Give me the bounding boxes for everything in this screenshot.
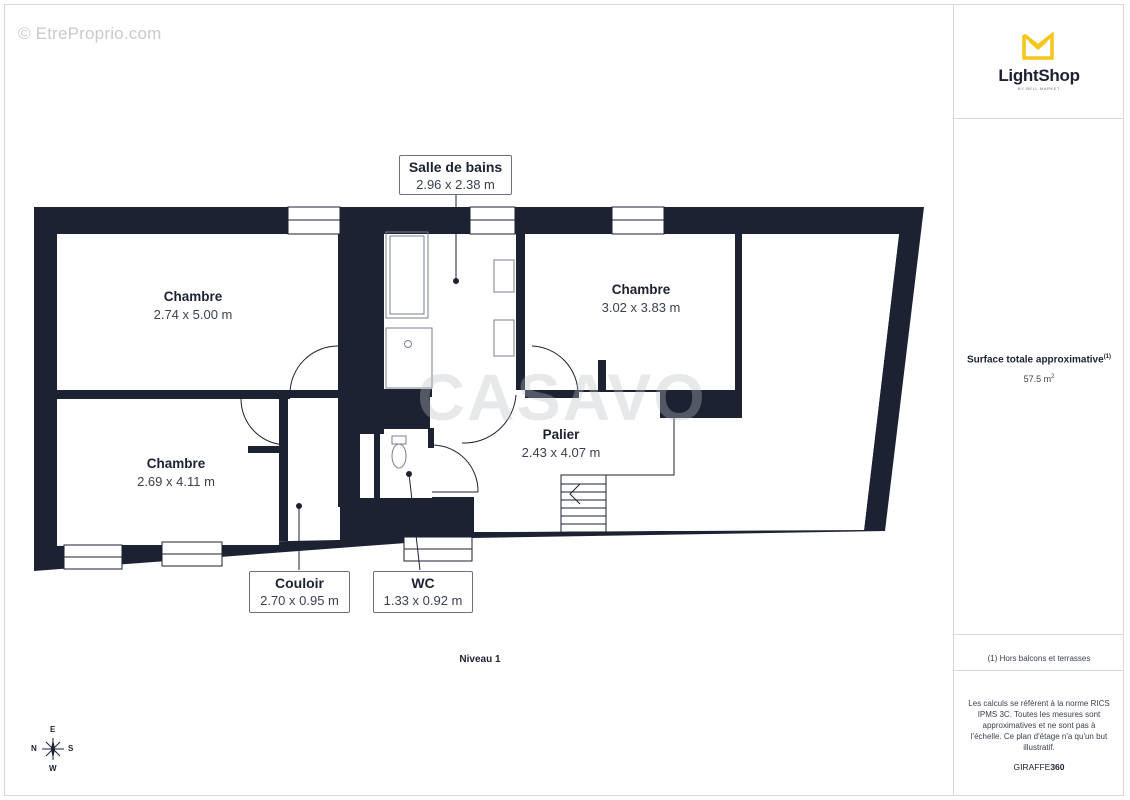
wall-wc-right	[428, 428, 434, 448]
wall-bed3-bottom-b	[660, 390, 742, 418]
room-name: Palier	[542, 427, 580, 442]
door-swings	[240, 345, 579, 493]
wall-bed3-stub	[598, 360, 606, 392]
room-bedroom-1: Chambre 2.74 x 5.00 m	[113, 288, 273, 324]
wall-bed3-bottom-a	[525, 390, 579, 398]
brand-subtitle: BY BELL MARKET	[1017, 86, 1061, 91]
footnote: (1) Hors balcons et terrasses	[987, 654, 1091, 663]
callout-corridor: Couloir 2.70 x 0.95 m	[249, 571, 350, 613]
leader-dots	[296, 278, 459, 509]
brand-panel: LightShop BY BELL MARKET	[954, 4, 1124, 119]
wall-bath-bed3	[516, 234, 525, 390]
room-bedroom-2: Chambre 2.69 x 4.11 m	[96, 455, 256, 491]
callout-dimensions: 2.96 x 2.38 m	[416, 177, 495, 192]
corridor-floor	[279, 234, 432, 540]
compass-rose-icon	[42, 738, 64, 760]
sidebar-divider	[954, 670, 1124, 671]
room-dimensions: 2.74 x 5.00 m	[153, 307, 233, 322]
wall-stub	[248, 446, 280, 453]
callout-wc: WC 1.33 x 0.92 m	[373, 571, 473, 613]
room-landing: Palier 2.43 x 4.07 m	[481, 426, 641, 462]
callout-dimensions: 1.33 x 0.92 m	[383, 593, 463, 608]
surface-value: 57.5 m2	[1023, 374, 1055, 384]
callout-dimensions: 2.70 x 0.95 m	[260, 593, 339, 608]
bedroom-3-floor	[525, 234, 739, 390]
floor-plan: CASAVO	[34, 194, 924, 571]
lightshop-logo-icon	[1022, 32, 1054, 60]
wall-central	[338, 207, 360, 507]
room-name: Chambre	[163, 289, 223, 304]
site-watermark: © EtreProprio.com	[18, 24, 162, 43]
callout-name: Salle de bains	[408, 159, 503, 175]
bedroom-1-floor	[57, 234, 338, 390]
surface-panel: Surface totale approximative(1) 57.5 m2	[954, 118, 1124, 635]
landing-floor	[432, 234, 899, 532]
callout-bathroom: Salle de bains 2.96 x 2.38 m	[399, 155, 512, 195]
toilet-fixture	[391, 435, 407, 469]
wall-wc-left	[374, 428, 380, 498]
compass: E N S W	[28, 724, 78, 774]
stairs	[560, 418, 675, 532]
credit: GIRAFFE360	[1013, 762, 1065, 772]
room-bedroom-3: Chambre 3.02 x 3.83 m	[561, 281, 721, 317]
room-name: Chambre	[611, 282, 671, 297]
wc-floor	[376, 436, 432, 499]
level-label: Niveau 1	[459, 654, 501, 665]
callout-name: Couloir	[275, 575, 324, 591]
wall-block	[360, 397, 430, 429]
room-dimensions: 2.43 x 4.07 m	[521, 445, 601, 460]
compass-south: S	[68, 744, 74, 753]
brand-name: LightShop	[998, 66, 1080, 85]
callout-leaders	[298, 194, 457, 571]
wall-wc-bottom	[360, 498, 434, 506]
room-dimensions: 2.69 x 4.11 m	[137, 474, 215, 489]
info-sidebar: LightShop BY BELL MARKET Surface totale …	[953, 4, 1124, 796]
surface-label: Surface totale approximative(1)	[966, 354, 1112, 366]
page-frame	[4, 4, 1124, 796]
bath-fixtures	[385, 231, 515, 389]
window-lines	[64, 219, 664, 558]
callout-name: WC	[411, 575, 435, 591]
compass-west: W	[49, 764, 57, 773]
wall-bath-bottom	[360, 389, 432, 397]
wall-bed2-corridor	[279, 399, 288, 541]
room-name: Chambre	[146, 456, 206, 471]
wall-bed3-right	[735, 234, 742, 392]
compass-north: N	[31, 744, 37, 753]
bedroom-2-floor	[57, 399, 279, 545]
wall-bed1-bed2	[57, 390, 290, 399]
disclaimer: Les calculs se réfèrent à la norme RICS …	[968, 699, 1110, 752]
room-dimensions: 3.02 x 3.83 m	[601, 300, 681, 315]
plan-watermark: CASAVO	[417, 360, 706, 434]
compass-east: E	[50, 725, 56, 734]
